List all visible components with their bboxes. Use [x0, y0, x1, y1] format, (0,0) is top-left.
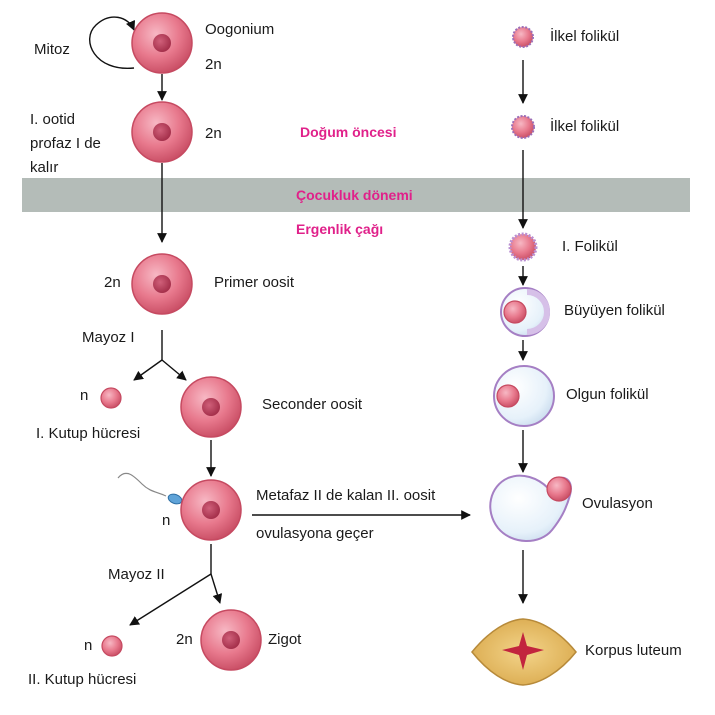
polar-body-2	[101, 635, 123, 657]
ootid-cell	[131, 101, 193, 163]
stage-before-birth: Doğum öncesi	[300, 124, 397, 140]
mitosis-loop-arrow	[89, 16, 136, 69]
label-primordial-follicle-1: İlkel folikül	[550, 28, 620, 45]
label-zigot-ploidy: 2n	[176, 631, 193, 648]
label-zigot: Zigot	[268, 631, 302, 648]
label-growing-follicle: Büyüyen folikül	[564, 302, 665, 319]
label-mayoz1: Mayoz I	[82, 329, 135, 346]
label-oogonium: Oogonium	[205, 21, 275, 38]
label-ovulation-line1: Metafaz II de kalan II. oosit	[256, 487, 436, 504]
label-ootid-line3: kalır	[30, 159, 59, 176]
label-polar2-ploidy: n	[84, 637, 93, 654]
primary-follicle	[508, 232, 538, 262]
label-ovulation-line2: ovulasyona geçer	[256, 525, 374, 542]
arrow-to-polar2	[129, 573, 212, 626]
label-mayoz2: Mayoz II	[108, 566, 165, 583]
fertilized-oocyte-cell	[180, 479, 242, 541]
stage-puberty: Ergenlik çağı	[296, 221, 384, 237]
label-ootid-ploidy: 2n	[205, 125, 222, 142]
mature-follicle	[493, 365, 555, 427]
stage-childhood: Çocukluk dönemi	[296, 187, 413, 203]
label-primer-ploidy: 2n	[104, 274, 121, 291]
corpus-luteum	[471, 618, 577, 686]
childhood-band	[22, 178, 690, 212]
label-polar2: II. Kutup hücresi	[28, 671, 137, 688]
label-primer-oosit: Primer oosit	[214, 274, 295, 291]
arrow-to-seconder	[161, 359, 187, 381]
sperm-cell	[117, 472, 183, 505]
label-sperm-ploidy: n	[162, 512, 171, 529]
label-seconder-oosit: Seconder oosit	[262, 396, 363, 413]
label-oogonium-ploidy: 2n	[205, 56, 222, 73]
label-ovulation: Ovulasyon	[582, 495, 653, 512]
primordial-follicle-1	[512, 26, 534, 48]
label-mature-follicle: Olgun folikül	[566, 386, 649, 403]
primer-oosit-cell	[131, 253, 193, 315]
label-mitoz: Mitoz	[34, 41, 70, 58]
oogonium-cell	[131, 12, 193, 74]
label-ootid-line2: profaz I de	[30, 135, 101, 152]
label-ootid-line1: I. ootid	[30, 111, 76, 128]
label-polar1-ploidy: n	[80, 387, 89, 404]
primordial-follicle-2	[511, 115, 535, 139]
seconder-oosit-cell	[180, 376, 242, 438]
growing-follicle	[500, 287, 550, 337]
ovulation-follicle	[489, 474, 572, 542]
polar-body-1	[100, 387, 122, 409]
arrow-to-zigot	[210, 573, 223, 604]
label-primary-follicle: I. Folikül	[562, 238, 618, 255]
label-primordial-follicle-2: İlkel folikül	[550, 118, 620, 135]
zigot-cell	[200, 609, 262, 671]
label-corpus-luteum: Korpus luteum	[585, 642, 682, 659]
label-polar1: I. Kutup hücresi	[36, 425, 141, 442]
arrow-to-polar1	[133, 359, 163, 381]
